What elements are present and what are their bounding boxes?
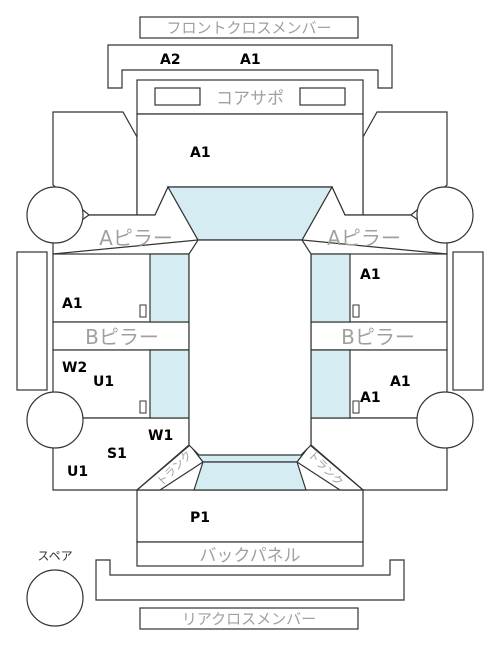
right-rear-door-handle (352, 400, 360, 414)
b-pillar-left-panel[interactable] (52, 321, 190, 351)
a-pillar-left-label: Aピラー (99, 226, 173, 250)
front-cross-member-label: フロントクロスメンバー (166, 19, 331, 37)
left-side-sill[interactable] (16, 251, 48, 391)
spare-tire[interactable] (26, 569, 84, 627)
front-bumper-bracket[interactable] (107, 44, 393, 89)
code-hood-area: A1 (190, 145, 211, 161)
right-front-door-glass[interactable] (310, 253, 351, 323)
right-rear-door-glass[interactable] (310, 349, 351, 419)
core-support-right-slot (299, 87, 346, 106)
rear-right-wheel[interactable] (416, 391, 474, 449)
code-left-u1-upper: U1 (93, 374, 114, 390)
b-pillar-right-label: Bピラー (341, 325, 415, 349)
code-left-w1: W1 (148, 428, 173, 444)
code-left-s1: S1 (107, 446, 127, 462)
right-side-sill[interactable] (452, 251, 484, 391)
back-panel-label: バックパネル (199, 546, 300, 566)
left-front-door-glass[interactable] (149, 253, 190, 323)
a-pillar-right-label: Aピラー (327, 226, 401, 250)
code-front-member-a1: A1 (240, 52, 261, 68)
back-panel-box[interactable] (136, 541, 364, 567)
code-right-front-door: A1 (360, 267, 381, 283)
core-support-label: コアサポ (216, 89, 284, 109)
front-right-wheel[interactable] (416, 186, 474, 244)
front-cross-member-box[interactable] (139, 16, 359, 39)
b-pillar-left-label: Bピラー (85, 325, 159, 349)
rear-window-lower-glass[interactable] (193, 461, 307, 491)
code-right-rear-a1-inner: A1 (360, 390, 381, 406)
rear-cross-member-box[interactable] (139, 607, 359, 630)
rear-cross-member-label: リアクロスメンバー (182, 610, 316, 628)
front-left-wheel[interactable] (26, 186, 84, 244)
code-left-u1-lower: U1 (67, 464, 88, 480)
rear-bumper-bracket[interactable] (95, 559, 405, 601)
right-front-door-handle (352, 304, 360, 318)
core-support-left-slot (154, 87, 201, 106)
left-rear-door-handle (139, 400, 147, 414)
code-front-member-a2: A2 (160, 52, 181, 68)
roof-panel[interactable] (188, 239, 312, 456)
code-trunk-p1: P1 (190, 510, 210, 526)
code-left-w2: W2 (62, 360, 87, 376)
b-pillar-right-panel[interactable] (310, 321, 448, 351)
trunk-lid[interactable] (136, 489, 364, 543)
rear-left-wheel[interactable] (26, 391, 84, 449)
code-left-front-door: A1 (62, 296, 83, 312)
spare-label: スペア (37, 549, 72, 563)
left-front-door-handle (139, 304, 147, 318)
code-right-rear-a1-outer: A1 (390, 374, 411, 390)
left-rear-door-glass[interactable] (149, 349, 190, 419)
